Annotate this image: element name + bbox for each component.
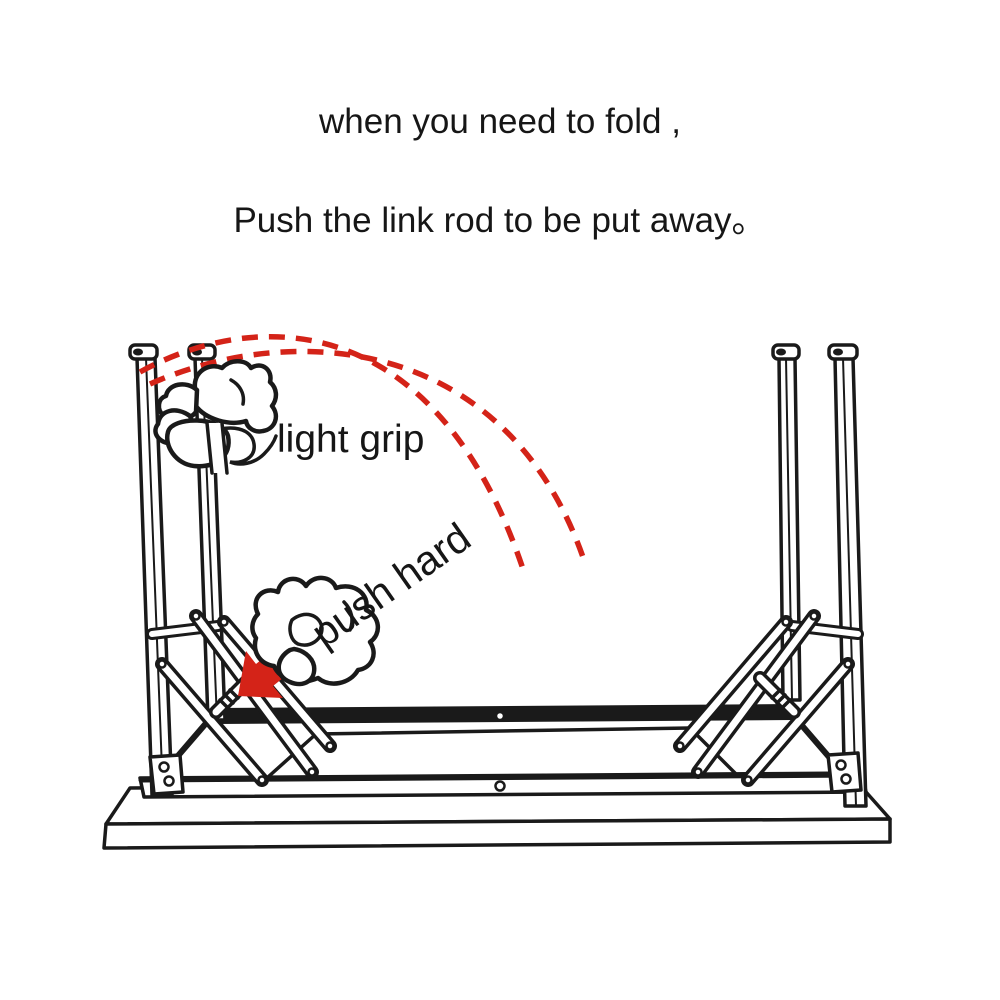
caption-line-1: when you need to fold , bbox=[319, 102, 681, 141]
push-thumb bbox=[276, 646, 317, 687]
tabletop-front-face bbox=[102, 817, 892, 850]
foot-bracket-left bbox=[148, 753, 185, 796]
leg-foot-brackets bbox=[148, 751, 863, 796]
table-frame bbox=[138, 704, 868, 799]
fold-arc-outer bbox=[148, 348, 589, 567]
push-hand-icon bbox=[250, 575, 380, 687]
leg-cap bbox=[128, 343, 159, 361]
legs bbox=[128, 343, 868, 808]
leg-front-left-edge bbox=[145, 357, 164, 796]
stretcher-bolt bbox=[494, 710, 506, 722]
grip-hand-icon bbox=[153, 359, 279, 475]
spring-coil-left bbox=[218, 688, 240, 710]
spring-coil-right bbox=[770, 688, 792, 710]
fold-direction-arcs bbox=[138, 333, 589, 573]
front-rail-bolt bbox=[494, 780, 506, 792]
label-light-grip: light grip bbox=[277, 418, 425, 461]
leg-back-left-edge bbox=[201, 357, 218, 721]
foot-bracket-right bbox=[826, 751, 863, 794]
fold-mechanism-right bbox=[673, 609, 864, 787]
caption-line-2: Push the link rod to be put away。 bbox=[233, 201, 767, 240]
leg-front-right-edge bbox=[842, 357, 857, 807]
fold-arc-inner bbox=[138, 333, 527, 573]
